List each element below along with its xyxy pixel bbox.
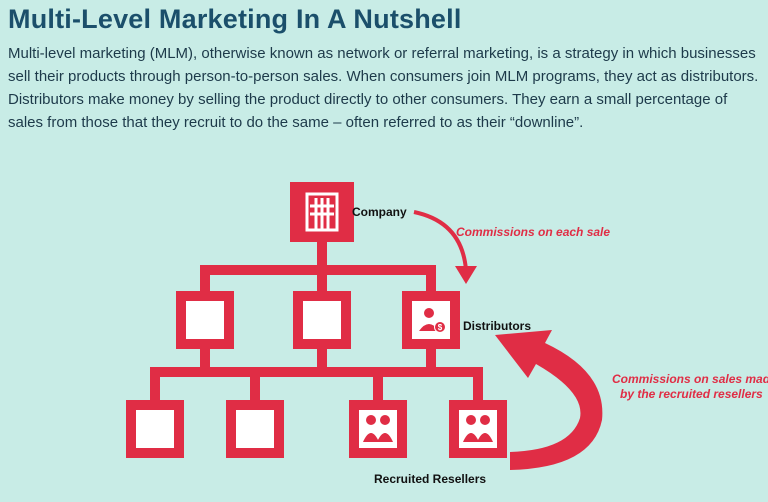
distributor-node-right: $ xyxy=(402,291,460,349)
distributor-node-left xyxy=(176,291,234,349)
company-label: Company xyxy=(352,205,407,219)
distributor-node-center xyxy=(293,291,351,349)
svg-text:$: $ xyxy=(438,323,443,332)
building-icon xyxy=(305,192,339,232)
recruited-resellers-label: Recruited Resellers xyxy=(374,472,486,486)
commission-recruited-label-line2: by the recruited resellers xyxy=(620,387,763,401)
reseller-node-3 xyxy=(349,400,407,458)
commission-each-sale-label: Commissions on each sale xyxy=(456,225,610,239)
distributor-dollar-icon: $ xyxy=(419,308,446,333)
page-title: Multi-Level Marketing In A Nutshell xyxy=(8,4,462,34)
commission-recruited-label-line1: Commissions on sales made xyxy=(612,372,768,386)
distributors-label: Distributors xyxy=(463,319,531,333)
connector-lines xyxy=(150,240,483,402)
commission-arrow-small xyxy=(413,210,477,284)
reseller-group-icon xyxy=(363,415,393,442)
commission-arrow-large xyxy=(495,330,603,470)
company-node xyxy=(290,182,354,242)
intro-paragraph: Multi-level marketing (MLM), otherwise k… xyxy=(8,45,759,131)
reseller-node-4 xyxy=(449,400,507,458)
reseller-group-icon xyxy=(463,415,493,442)
reseller-node-1 xyxy=(126,400,184,458)
reseller-node-2 xyxy=(226,400,284,458)
